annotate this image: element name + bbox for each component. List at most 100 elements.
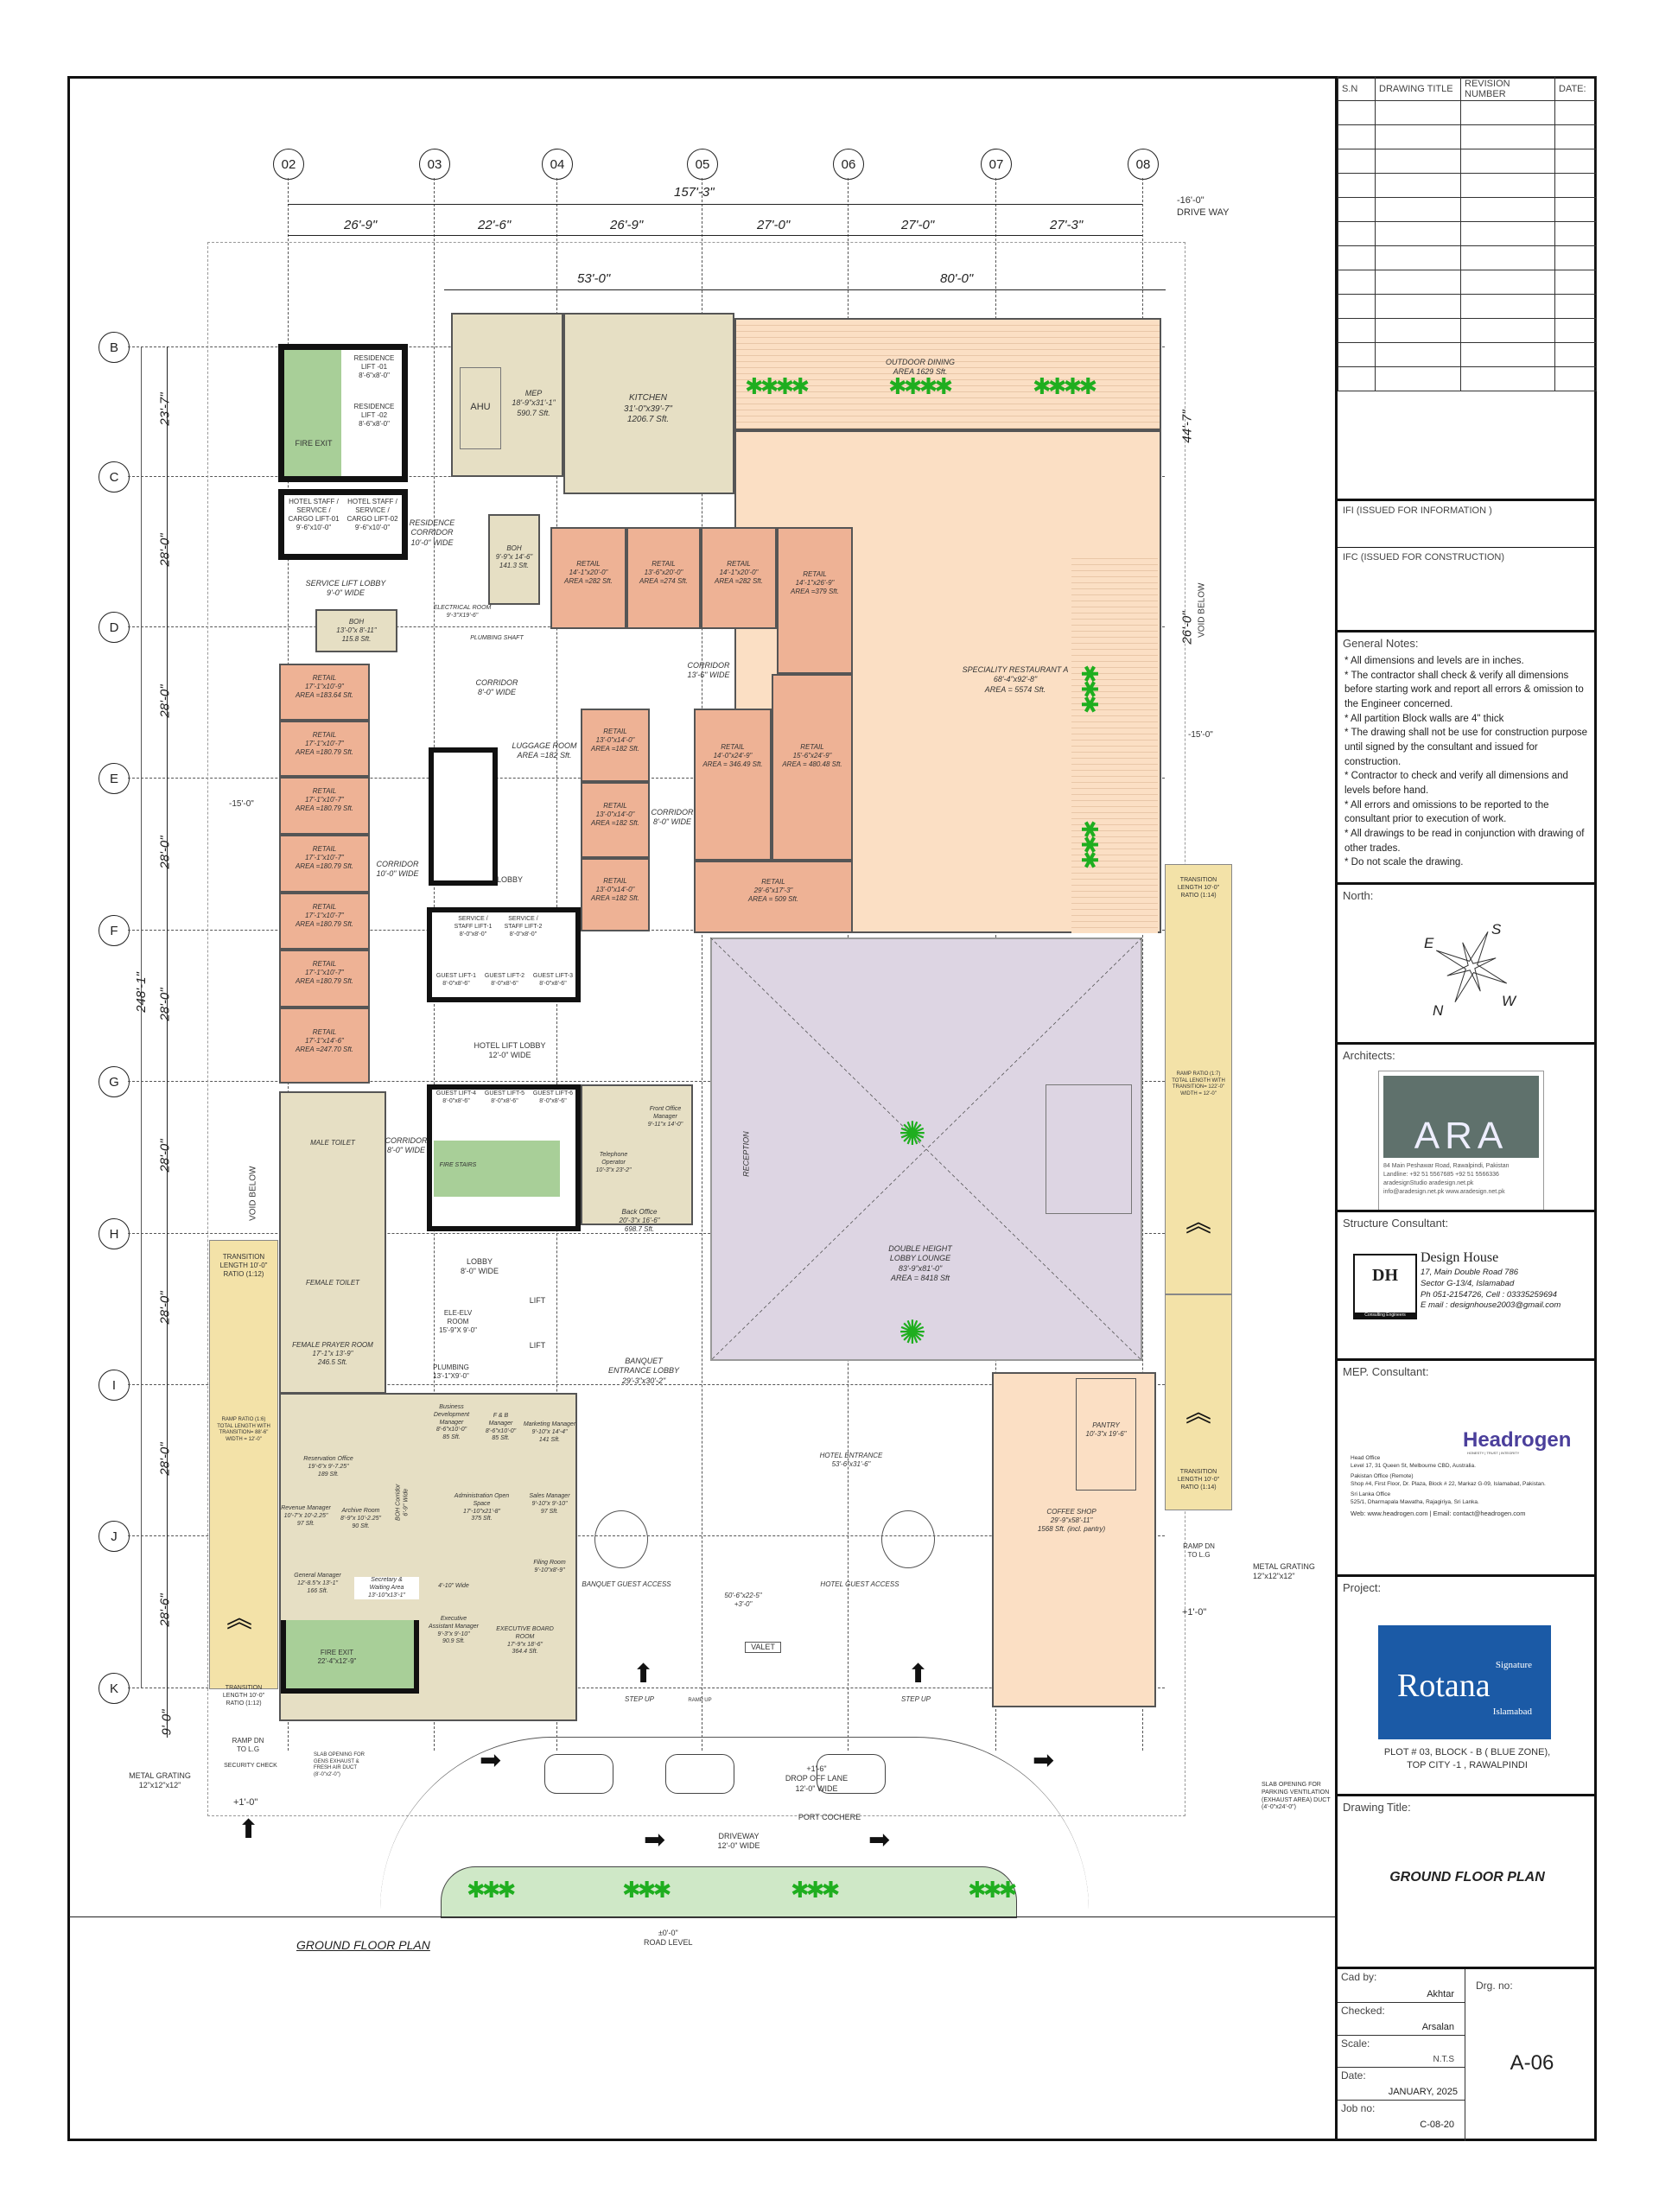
note-item: * All dimensions and levels are in inche… xyxy=(1344,656,1524,666)
tree-icon: ✱✱✱ xyxy=(791,1877,840,1903)
level-left-mid: -15'-0" xyxy=(229,799,254,809)
job-value: C-08-20 xyxy=(1420,2120,1454,2130)
boh-mid-label: BOH 9'-9"x 14'-6" 141.3 Sft. xyxy=(495,544,533,569)
female-toilet: FEMALE TOILET xyxy=(305,1279,360,1287)
grid-bubble-J: J xyxy=(99,1521,130,1552)
direction-arrow-icon: ➡ xyxy=(644,1826,666,1854)
ramp-chevron-icon: ︽ xyxy=(1185,1399,1211,1427)
left-transition-top: TRANSITION LENGTH 10'-0" RATIO (1:12) xyxy=(219,1253,268,1278)
ahu-label: AHU xyxy=(470,402,491,412)
step-up-arrow-icon: ⬆ xyxy=(632,1660,655,1688)
lift-core-mid xyxy=(427,907,581,1002)
grid-bubble-05: 05 xyxy=(687,149,718,180)
ramp-chevron-icon: ︽ xyxy=(1185,1209,1211,1237)
tree-icon: ✱✱✱ xyxy=(622,1877,671,1903)
cad-by-value: Akhtar xyxy=(1427,1989,1454,1999)
dim-F-G: 28'-0" xyxy=(157,988,173,1021)
ifi-label: IFI (ISSUED FOR INFORMATION ) xyxy=(1343,505,1492,516)
north-heading: North: xyxy=(1343,889,1374,902)
revolving-door-hotel[interactable] xyxy=(881,1510,935,1568)
grid-bubble-02: 02 xyxy=(273,149,304,180)
guest-lift-6: GUEST LIFT-6 8'-0"x8'-6" xyxy=(532,1090,574,1104)
note-item: * Contractor to check and verify all dim… xyxy=(1344,771,1568,797)
date-value: JANUARY, 2025 xyxy=(1388,2087,1458,2097)
right-transition-bottom: TRANSITION LENGTH 10'-0" RATIO (1:14) xyxy=(1177,1469,1220,1491)
meta-right: Drg. no: A-06 xyxy=(1467,1969,1597,2141)
drawing-sheet-border xyxy=(67,76,1597,2141)
compass-e: E xyxy=(1424,935,1434,951)
corridor-8-a: CORRIDOR 8'-0" WIDE xyxy=(475,678,518,697)
road-level: ±0'-0"ROAD LEVEL xyxy=(644,1929,693,1948)
overall-width-dim: 157'-3" xyxy=(674,185,715,200)
dim-44-7: 44'-7" xyxy=(1179,410,1195,443)
electrical-room: ELECTRICAL ROOM 9'-3"X19'-6" xyxy=(433,605,492,619)
retail-left-1-label: RETAIL 17'-1"x10'-9" AREA =183.64 Sft. xyxy=(295,674,354,699)
tree-icon: ✱✱✱ xyxy=(968,1877,1017,1903)
drawing-title-section: Drawing Title: GROUND FLOOR PLAN xyxy=(1338,1794,1597,1967)
revision-table: S.N DRAWING TITLE REVISION NUMBER DATE: xyxy=(1338,76,1597,391)
residence-lift-2: RESIDENCE LIFT -02 8'-6"x8'-0" xyxy=(353,403,395,428)
dim-D-E: 28'-0" xyxy=(157,684,173,718)
female-prayer-room: FEMALE PRAYER ROOM 17'-1"x 13'-9" 246.5 … xyxy=(292,1341,373,1366)
grid-bubble-G: G xyxy=(99,1066,130,1097)
guest-lift-2: GUEST LIFT-2 8'-0"x8'-6" xyxy=(484,973,525,987)
compass-n: N xyxy=(1433,1002,1444,1019)
planter-icon: ✱✱✱✱ xyxy=(888,373,953,399)
fire-exit-stair-top xyxy=(284,350,341,476)
service-lift-2: SERVICE / STAFF LIFT-2 8'-0"x8'-0" xyxy=(504,916,543,938)
corridor-8-c: CORRIDOR 8'-0" WIDE xyxy=(385,1136,428,1155)
retail-left-1 xyxy=(279,664,370,721)
grid-bubble-K: K xyxy=(99,1673,130,1704)
column-dim-line xyxy=(288,235,1142,236)
architects-section: Architects: ARA 84 Main Peshawar Road, R… xyxy=(1338,1042,1597,1211)
dim-H-I: 28'-0" xyxy=(157,1291,173,1325)
retail-left-6 xyxy=(279,950,370,1007)
ara-logo-card: ARA 84 Main Peshawar Road, Rawalpindi, P… xyxy=(1378,1071,1544,1211)
ara-contact: 84 Main Peshawar Road, Rawalpindi, Pakis… xyxy=(1383,1163,1510,1196)
reception-label: RECEPTION xyxy=(741,1131,751,1177)
room-kitchen xyxy=(563,313,734,494)
corridor-10: CORRIDOR 10'-0" WIDE xyxy=(376,860,419,879)
gridline-G xyxy=(128,1081,1165,1082)
meta-left: Cad by:Akhtar Checked:Arsalan Scale:N.T.… xyxy=(1338,1969,1465,2141)
grid-bubble-C: C xyxy=(99,461,130,493)
tree-icon: ✱✱✱ xyxy=(467,1877,516,1903)
kitchen-label: KITCHEN 31'-0"x39'-7" 1206.7 Sft. xyxy=(624,393,672,424)
plan-title: GROUND FLOOR PLAN xyxy=(296,1938,430,1952)
level-drive-way: -16'-0"DRIVE WAY xyxy=(1177,195,1230,218)
planter-icon: ✱✱✱✱ xyxy=(745,373,810,399)
right-ramp xyxy=(1165,864,1232,1294)
plumbing-room: PLUMBING 13'-1"X9'-0" xyxy=(433,1363,469,1380)
north-section: North: E S N W xyxy=(1338,882,1597,1042)
landscape-island xyxy=(441,1866,1017,1918)
compass-w: W xyxy=(1502,993,1516,1009)
ifi-section: IFI (ISSUED FOR INFORMATION ) xyxy=(1338,499,1597,547)
room-boh-left xyxy=(315,609,397,652)
rotana-logo: Signature Rotana Islamabad xyxy=(1378,1625,1551,1739)
revolving-door-banquet[interactable] xyxy=(594,1510,648,1568)
grid-bubble-D: D xyxy=(99,612,130,643)
project-section: Project: Signature Rotana Islamabad PLOT… xyxy=(1338,1574,1597,1794)
dim-07-08: 27'-3" xyxy=(1050,218,1084,232)
direction-arrow-icon: ⬆ xyxy=(238,1815,260,1844)
retail-left-5 xyxy=(279,893,370,950)
retail-right-3 xyxy=(694,861,853,933)
fire-exit-stair-bottom xyxy=(281,1620,419,1694)
toilet-block xyxy=(279,1091,386,1394)
back-office: Back Office 20'-3"x 16'-6" 698.7 Sft. xyxy=(619,1208,660,1233)
retail-right-3-label: RETAIL 29'-6"x17'-3" AREA = 509 Sft. xyxy=(747,878,799,903)
design-house-contact: 17, Main Double Road 786 Sector G-13/4, … xyxy=(1421,1268,1561,1311)
note-item: * All errors and omissions to be reporte… xyxy=(1344,799,1549,825)
retail-left-6-label: RETAIL 17'-1"x10'-7" AREA =180.79 Sft. xyxy=(295,960,354,985)
ifc-section: IFC (ISSUED FOR CONSTRUCTION) xyxy=(1338,547,1597,595)
lounge-void-lines xyxy=(710,938,1142,1361)
void-below-left: VOID BELOW xyxy=(248,1166,258,1221)
hotel-entrance: HOTEL ENTRANCE 53'-6"x31'-6" xyxy=(819,1452,883,1468)
admin-open-space: Administration Open Space 17'-10"x21'-8"… xyxy=(454,1493,510,1522)
level-left-ramp: +1'-0" xyxy=(233,1797,258,1808)
sales-manager: Sales Manager 9'-10"x 9'-10" 97 Sft. xyxy=(529,1493,570,1515)
grid-bubble-E: E xyxy=(99,763,130,794)
headrogen-logo: Headrogen xyxy=(1463,1428,1572,1452)
dim-K-end: 9'-0" xyxy=(159,1709,175,1736)
palm-tree-icon: ✺ xyxy=(899,1315,926,1351)
